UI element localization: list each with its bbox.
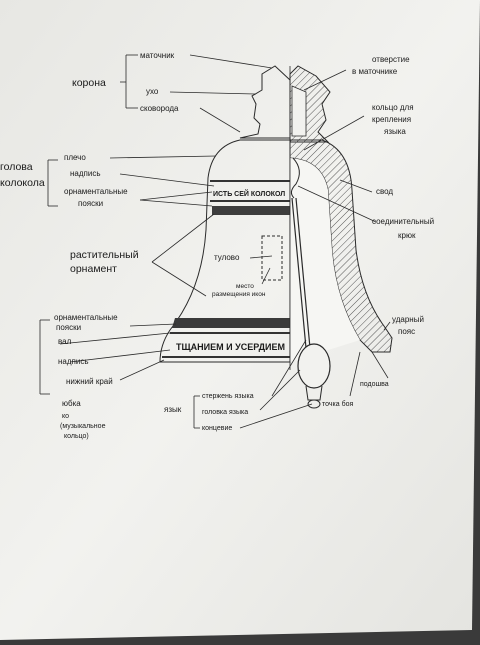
label-yubka-4: кольцо) <box>64 433 89 440</box>
orn-band-2 <box>210 200 290 202</box>
label-rast-1: растительный <box>70 249 139 261</box>
hook <box>290 157 300 199</box>
label-yubka-3: (музыкальное <box>60 423 106 430</box>
lower-orn-band <box>172 318 290 328</box>
crown-left <box>239 65 291 139</box>
label-tochka-boya: точка боя <box>322 400 353 408</box>
leader-lines <box>39 54 391 429</box>
label-udarny-1: ударный <box>392 315 424 324</box>
label-orn-bot-1: орнаментальные <box>54 313 118 322</box>
label-golova-1: голова <box>0 161 33 173</box>
label-svod: свод <box>376 187 393 196</box>
label-mesto-2: размещения икон <box>212 291 266 298</box>
label-orn-top-2: пояски <box>78 199 103 208</box>
label-sterzhen: стержень языка <box>202 393 254 400</box>
label-koltso-2: крепления <box>372 115 411 124</box>
label-yazyk: язык <box>164 405 182 414</box>
label-soed-1: соединительный <box>372 217 434 226</box>
clapper-head <box>297 343 331 389</box>
label-podoshva: подошва <box>360 381 389 388</box>
label-ukho: ухо <box>146 87 159 96</box>
label-mesto-1: место <box>236 283 254 290</box>
clapper-rod <box>291 197 307 349</box>
crown-opening <box>291 85 307 137</box>
label-kontsevie: концевие <box>202 425 232 432</box>
label-orn-top-1: орнаментальные <box>64 187 128 196</box>
label-orn-bot-2: пояски <box>56 323 81 332</box>
bell-body-left <box>159 139 291 363</box>
orn-band-1 <box>210 180 290 182</box>
label-nizhniy-kray: нижний край <box>66 377 113 386</box>
label-otverstie-2: в маточнике <box>352 67 398 76</box>
label-tulovo: тулово <box>214 253 240 262</box>
label-nadpis-top: надпись <box>70 169 101 178</box>
clapper-rod-2 <box>295 197 311 349</box>
label-matochnik: маточник <box>140 51 175 60</box>
label-val: вал <box>58 337 72 346</box>
label-yubka-2: ко <box>62 413 69 420</box>
bell-interior <box>290 158 360 362</box>
label-rast-2: орнамент <box>70 263 117 275</box>
label-nadpis-bot: надпись <box>58 357 89 366</box>
val-band <box>170 332 290 334</box>
lower-inscription: ТЩАНИЕМ И УСЕРДИЕМ <box>176 342 285 352</box>
bell-drawing: ИСТЬ СЕЙ КОЛОКОЛ ТЩАНИЕМ И УСЕРДИЕМ <box>159 65 393 409</box>
orn-band-3 <box>212 206 290 215</box>
icon-place-box <box>261 235 283 281</box>
label-golova-2: колокола <box>0 177 45 189</box>
label-plecho: плечо <box>64 153 86 162</box>
label-udarny-2: пояс <box>398 327 415 336</box>
label-golovka: головка языка <box>202 409 248 416</box>
labels: корона маточник ухо сковорода отверстие … <box>0 51 434 440</box>
clapper-end <box>307 399 321 409</box>
label-otverstie-1: отверстие <box>372 55 410 64</box>
label-koltso-1: кольцо для <box>372 103 414 112</box>
label-koltso-3: языка <box>384 127 406 136</box>
label-korona: корона <box>72 77 106 89</box>
upper-inscription: ИСТЬ СЕЙ КОЛОКОЛ <box>213 189 285 198</box>
label-skovoroda: сковорода <box>140 104 179 113</box>
label-yubka-1: юбка <box>62 399 81 408</box>
label-soed-2: крюк <box>398 231 416 240</box>
lower-edge-band <box>162 356 290 358</box>
